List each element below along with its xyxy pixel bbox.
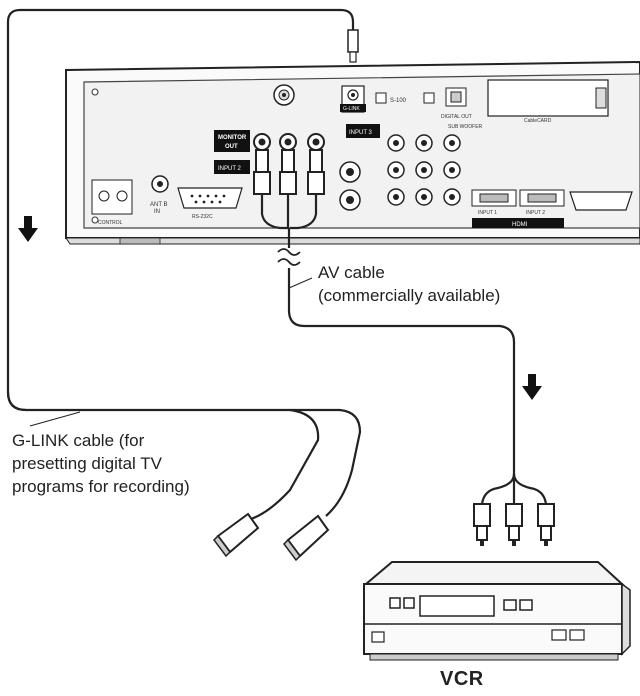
sub-woofer-label: SUB WOOFER bbox=[448, 124, 483, 130]
rca-plug-icon bbox=[253, 149, 325, 195]
monitor-out-label-2: OUT bbox=[225, 144, 238, 150]
hdmi-ports: INPUT 1 INPUT 2 HDMI bbox=[471, 189, 565, 228]
digital-out-label: DIGITAL OUT bbox=[441, 114, 472, 120]
tv-rear-panel: G-LINK S-100 DIGITAL OUT CableCARD MONIT… bbox=[65, 60, 640, 245]
g-link-cable bbox=[6, 8, 362, 522]
s-video-jack bbox=[339, 161, 361, 211]
cablecard-label: CableCARD bbox=[524, 118, 552, 124]
ir-emitter-right bbox=[283, 514, 330, 562]
g-link-cable-label-3: programs for recording) bbox=[12, 477, 190, 496]
vcr-icon bbox=[363, 561, 631, 661]
control-label: CONTROL bbox=[98, 220, 123, 226]
vcr-label: VCR bbox=[440, 668, 484, 690]
antenna-a-connector bbox=[273, 84, 295, 106]
cablecard-slot: CableCARD bbox=[487, 79, 609, 124]
input-3-label: INPUT 3 bbox=[349, 130, 373, 136]
control-port: CONTROL bbox=[91, 179, 133, 226]
down-arrow-icon bbox=[18, 216, 38, 242]
hdmi-input-2-label: INPUT 2 bbox=[526, 210, 545, 216]
hdmi-input-1-label: INPUT 1 bbox=[478, 210, 497, 216]
input-3-label-box bbox=[346, 124, 380, 138]
g-link-plug bbox=[347, 29, 359, 63]
av-cable-sublabel: (commercially available) bbox=[318, 286, 501, 305]
ant-b-label-2: IN bbox=[154, 209, 160, 215]
rs232c-port: RS-232C bbox=[177, 187, 243, 220]
antenna-b-connector: ANT B IN bbox=[150, 175, 169, 215]
g-link-panel-label: G-LINK bbox=[343, 106, 360, 112]
cable-break-icon bbox=[277, 248, 301, 266]
component-jack-grid bbox=[387, 134, 461, 206]
input-2-label-box bbox=[214, 160, 250, 174]
digital-out-port: DIGITAL OUT bbox=[441, 87, 472, 120]
ant-b-label: ANT B bbox=[150, 202, 168, 208]
down-arrow-icon bbox=[522, 374, 542, 400]
monitor-out-jacks bbox=[253, 133, 325, 151]
g-link-cable-label: G-LINK cable (for bbox=[12, 431, 145, 450]
vcr-rca-plugs bbox=[473, 503, 555, 546]
ir-emitter-left bbox=[213, 512, 260, 558]
input-2-label: INPUT 2 bbox=[218, 166, 242, 172]
monitor-out-label-box bbox=[214, 130, 250, 152]
g-link-cable-label-2: presetting digital TV bbox=[12, 454, 162, 473]
rs232c-label: RS-232C bbox=[192, 214, 213, 220]
av-cable-label: AV cable bbox=[318, 263, 385, 282]
g-link-terminal bbox=[340, 85, 366, 113]
av-cable bbox=[260, 194, 548, 505]
hdmi-label: HDMI bbox=[512, 222, 528, 228]
s100-label: S-100 bbox=[390, 98, 407, 104]
monitor-out-label: MONITOR bbox=[218, 135, 247, 141]
